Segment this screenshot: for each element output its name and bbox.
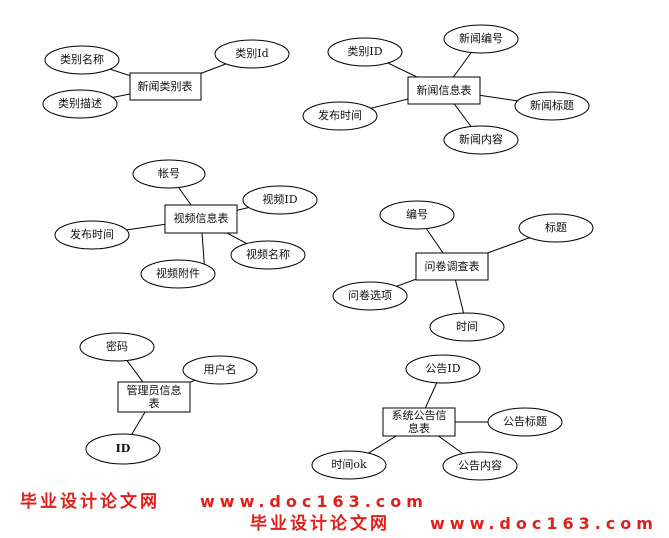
attr-notice-title: 公告标题 — [487, 407, 563, 437]
label: 时间ok — [331, 458, 367, 471]
attr-category-desc: 类别描述 — [42, 89, 118, 119]
label: 用户名 — [204, 362, 237, 376]
label: 帐号 — [158, 167, 180, 180]
attr-survey-options: 问卷选项 — [332, 281, 408, 311]
label: 发布时间 — [70, 227, 114, 241]
watermark-site-name-2: 毕业设计论文网 — [250, 514, 390, 534]
label: 公告标题 — [503, 414, 547, 428]
attr-survey-title: 标题 — [518, 213, 594, 243]
label: 编号 — [406, 207, 428, 221]
attr-news-title: 新闻标题 — [514, 91, 590, 121]
attr-video-id: 视频ID — [242, 185, 318, 215]
label: 密码 — [106, 339, 128, 353]
entity-news-category: 新闻类别表 — [129, 72, 202, 101]
attr-notice-content: 公告内容 — [442, 451, 518, 481]
attr-news-content: 新闻内容 — [443, 125, 519, 155]
attr-survey-number: 编号 — [379, 200, 455, 230]
label: 类别ID — [347, 44, 382, 58]
attr-news-category-id: 类别ID — [327, 37, 403, 67]
label: 息表 — [408, 421, 430, 435]
label: 新闻编号 — [459, 31, 503, 45]
attr-video-account: 帐号 — [132, 159, 206, 189]
attr-news-number: 新闻编号 — [443, 24, 519, 54]
attr-category-name: 类别名称 — [44, 45, 120, 75]
attr-notice-time: 时间ok — [311, 450, 387, 480]
attr-news-publish-time: 发布时间 — [302, 101, 378, 131]
entity-survey: 问卷调查表 — [415, 252, 489, 281]
attr-category-id: 类别Id — [214, 39, 290, 69]
label: 视频名称 — [246, 247, 290, 261]
label: 类别描述 — [58, 96, 102, 110]
label: 类别Id — [235, 46, 268, 60]
attr-admin-username: 用户名 — [182, 355, 258, 385]
label: 时间 — [456, 320, 478, 333]
label: 类别名称 — [60, 52, 104, 66]
label: 视频附件 — [156, 266, 200, 280]
label: 公告ID — [425, 362, 460, 375]
label: 视频ID — [262, 192, 297, 206]
label: 新闻内容 — [459, 132, 503, 146]
label: 公告内容 — [458, 458, 502, 472]
label: 管理员信息 — [127, 383, 182, 397]
attr-admin-password: 密码 — [79, 332, 155, 362]
entity-video-info: 视频信息表 — [164, 204, 238, 234]
attr-admin-id: ID — [85, 433, 161, 465]
label: 系统公告信 — [392, 409, 447, 422]
attr-notice-id: 公告ID — [405, 354, 481, 384]
label: 问卷选项 — [348, 288, 392, 302]
watermark-url: www.doc163.com — [200, 492, 428, 511]
attr-survey-time: 时间 — [429, 312, 505, 342]
label: 新闻信息表 — [417, 83, 472, 97]
watermark-site-name: 毕业设计论文网 — [20, 492, 160, 512]
watermark-url-2: www.doc163.com — [430, 514, 658, 533]
entity-news-info: 新闻信息表 — [407, 76, 481, 105]
attr-video-attachment: 视频附件 — [140, 259, 216, 289]
label: 标题 — [545, 220, 567, 234]
label: 问卷调查表 — [425, 259, 480, 273]
label: 新闻标题 — [530, 98, 574, 112]
label: 发布时间 — [318, 108, 362, 122]
attr-video-publish-time: 发布时间 — [54, 220, 130, 250]
label: ID — [116, 442, 131, 455]
label: 视频信息表 — [174, 211, 229, 225]
attr-video-name: 视频名称 — [230, 240, 306, 270]
entity-label: 新闻类别表 — [138, 79, 193, 93]
label: 表 — [149, 396, 160, 410]
